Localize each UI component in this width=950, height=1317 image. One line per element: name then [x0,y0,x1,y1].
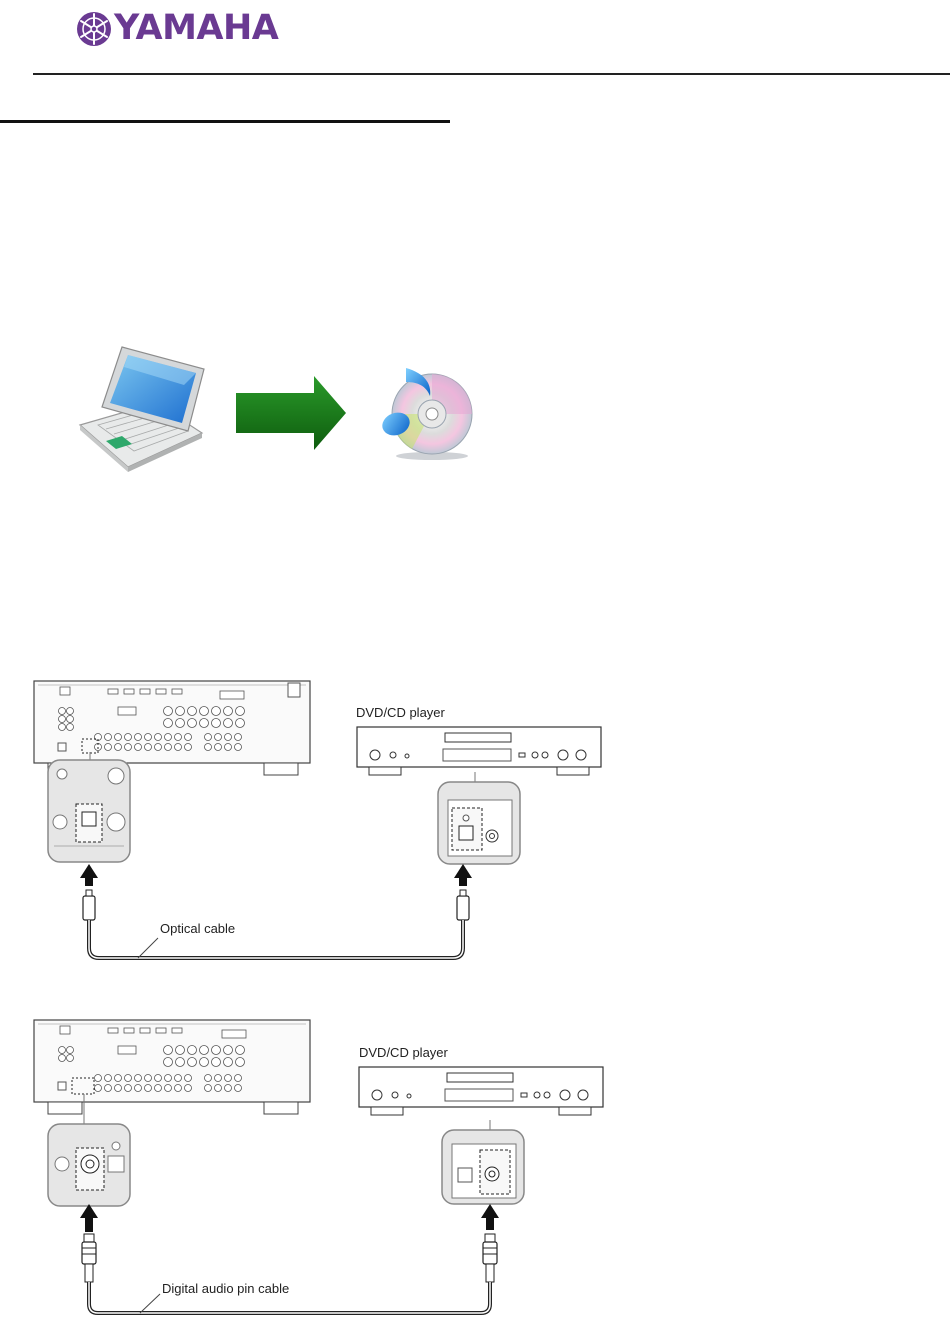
optical-connection-diagram [47,752,521,960]
cable-label-coaxial: Digital audio pin cable [162,1281,290,1296]
receiver-rear-panel-optical [33,680,311,776]
dvd-cd-player-optical [356,726,602,776]
receiver-rear-panel-coaxial [33,1019,311,1115]
brand-name: YAMAHA [114,8,279,48]
yamaha-tuning-fork-emblem-icon [77,12,111,46]
header-rule [33,73,950,75]
section-title-rule [0,120,450,123]
music-cd-icon [382,368,473,460]
yamaha-logo [76,8,251,50]
dvd-cd-player-coaxial [358,1066,604,1116]
green-arrow-right-icon [236,376,346,450]
laptop-icon [78,346,205,472]
cable-label-optical: Optical cable [160,921,236,936]
coaxial-connection-diagram [47,1094,525,1315]
player-label-optical: DVD/CD player [356,705,445,720]
player-label-coaxial: DVD/CD player [359,1045,448,1060]
